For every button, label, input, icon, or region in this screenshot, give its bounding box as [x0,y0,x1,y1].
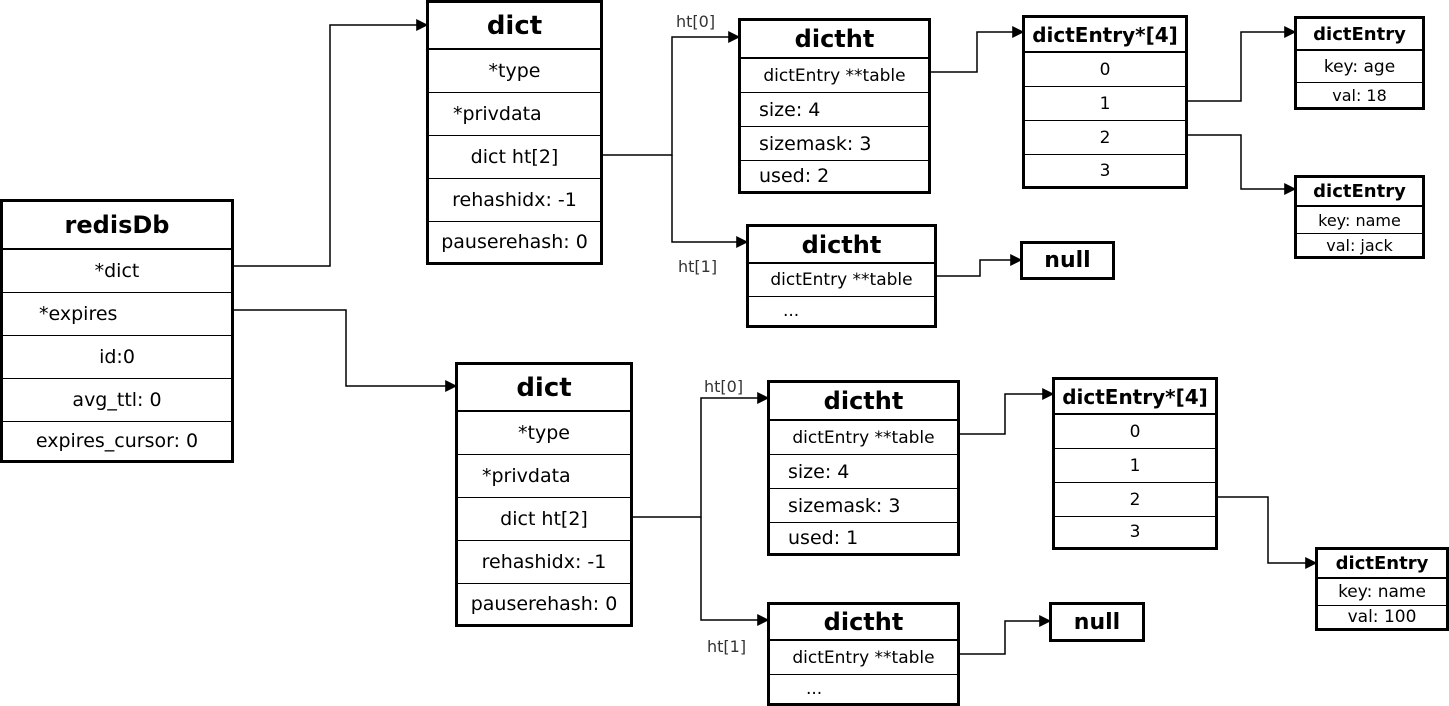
entry-main-a-key: key: age [1297,51,1422,83]
dictht-expires-0-field-used: used: 1 [788,527,859,549]
dictht-expires-0-field-sizemask: sizemask: 3 [770,489,957,523]
table-expires-bucket-2: 2 [1055,483,1215,517]
redisdb-title: redisDb [3,202,231,250]
label-exp-ht1: ht[1] [707,637,747,656]
dictht-main-0-field-used: used: 2 [759,165,830,187]
arrow-main-null [936,254,1023,277]
entry-expires-val: val: 100 [1347,607,1417,627]
entry-main-b-val: val: jack [1326,235,1393,255]
arrow-exp-table [958,388,1055,435]
redisdb-field-dict: *dict [3,250,231,293]
entry-expires-key: key: name [1318,579,1446,606]
entry-expires: dictEntry key: name val: 100 [1315,547,1449,631]
dict-main-field-ht: dict ht[2] [429,136,600,179]
redisdb-field-id: id:0 [3,336,231,379]
arrow-exp-ht0 [632,392,770,518]
entry-main-a-title: dictEntry [1297,19,1422,51]
null-main: null [1020,241,1115,280]
table-expires-bucket-0: 0 [1055,415,1215,449]
arrow-main-bucket1 [1187,26,1297,102]
redisdb-field-expires-cursor: expires_cursor: 0 [35,430,199,452]
dictht-expires-1-field-ellipsis: ... [806,679,823,699]
dictht-expires-1: dictht dictEntry **table ... [767,602,960,706]
dict-expires-field-type: *type [458,412,630,455]
arrow-exp-ht1 [700,517,770,626]
table-main-bucket-1: 1 [1025,87,1185,121]
dictht-main-0-field-sizemask: sizemask: 3 [741,127,928,161]
dictht-expires-1-title: dictht [770,605,957,641]
dictht-expires-0-title: dictht [770,383,957,421]
dict-main-field-rehashidx: rehashidx: -1 [429,179,600,222]
null-expires: null [1049,602,1145,642]
dictht-main-0-field-table: dictEntry **table [741,59,928,93]
table-expires-bucket-3: 3 [1129,522,1141,542]
dict-main-field-type: *type [429,50,600,93]
arrow-main-ht0 [602,31,741,156]
table-expires-bucket-1: 1 [1055,449,1215,483]
table-expires: dictEntry*[4] 0 1 2 3 [1052,377,1218,550]
dictht-main-0-title: dictht [741,21,928,59]
dict-expires-title: dict [458,365,630,412]
entry-main-a-val: val: 18 [1332,85,1387,105]
arrow-main-table [929,26,1025,73]
redisdb-field-avg-ttl: avg_ttl: 0 [3,379,231,422]
dictht-expires-0-field-size: size: 4 [770,455,957,489]
dictht-expires-0-field-table: dictEntry **table [770,421,957,455]
redisdb-field-expires: *expires [3,293,231,336]
dict-expires-field-ht: dict ht[2] [458,498,630,541]
entry-main-a: dictEntry key: age val: 18 [1294,16,1425,110]
label-main-ht0: ht[0] [676,12,716,31]
arrow-main-bucket2 [1187,134,1297,195]
label-main-ht1: ht[1] [678,257,718,276]
table-expires-title: dictEntry*[4] [1055,380,1215,415]
dictht-main-0: dictht dictEntry **table size: 4 sizemas… [738,18,931,194]
entry-main-b-key: key: name [1297,207,1422,234]
dictht-main-1-field-ellipsis: ... [783,301,800,321]
dict-expires-field-rehashidx: rehashidx: -1 [458,541,630,584]
entry-main-b-title: dictEntry [1297,178,1422,207]
table-main-title: dictEntry*[4] [1025,18,1185,53]
entry-main-b: dictEntry key: name val: jack [1294,175,1425,259]
dict-main-title: dict [429,3,600,50]
arrow-exp-null [958,615,1052,655]
arrow-exp-bucket2 [1216,496,1318,569]
dictht-expires-0: dictht dictEntry **table size: 4 sizemas… [767,380,960,556]
table-main-bucket-2: 2 [1025,121,1185,155]
arrow-expires [233,309,458,392]
table-main-bucket-3: 3 [1099,160,1111,181]
label-exp-ht0: ht[0] [704,377,744,396]
table-main-bucket-0: 0 [1025,53,1185,87]
dictht-expires-1-field-table: dictEntry **table [770,641,957,675]
arrow-main-ht1 [671,155,749,248]
dict-expires-field-privdata: *privdata [458,455,630,498]
dict-main: dict *type *privdata dict ht[2] rehashid… [426,0,603,265]
arrow-dict [233,19,429,267]
dict-expires: dict *type *privdata dict ht[2] rehashid… [455,362,633,627]
dictht-main-1-title: dictht [749,227,934,264]
dictht-main-1: dictht dictEntry **table ... [746,224,937,328]
entry-expires-title: dictEntry [1318,550,1446,579]
redisdb-struct: redisDb *dict *expires id:0 avg_ttl: 0 e… [0,199,234,463]
dict-main-field-privdata: *privdata [429,93,600,136]
dict-expires-field-pauserehash: pauserehash: 0 [470,593,618,615]
dictht-main-1-field-table: dictEntry **table [749,264,934,297]
table-main: dictEntry*[4] 0 1 2 3 [1022,15,1188,189]
dict-main-field-pauserehash: pauserehash: 0 [441,231,588,253]
dictht-main-0-field-size: size: 4 [741,93,928,127]
